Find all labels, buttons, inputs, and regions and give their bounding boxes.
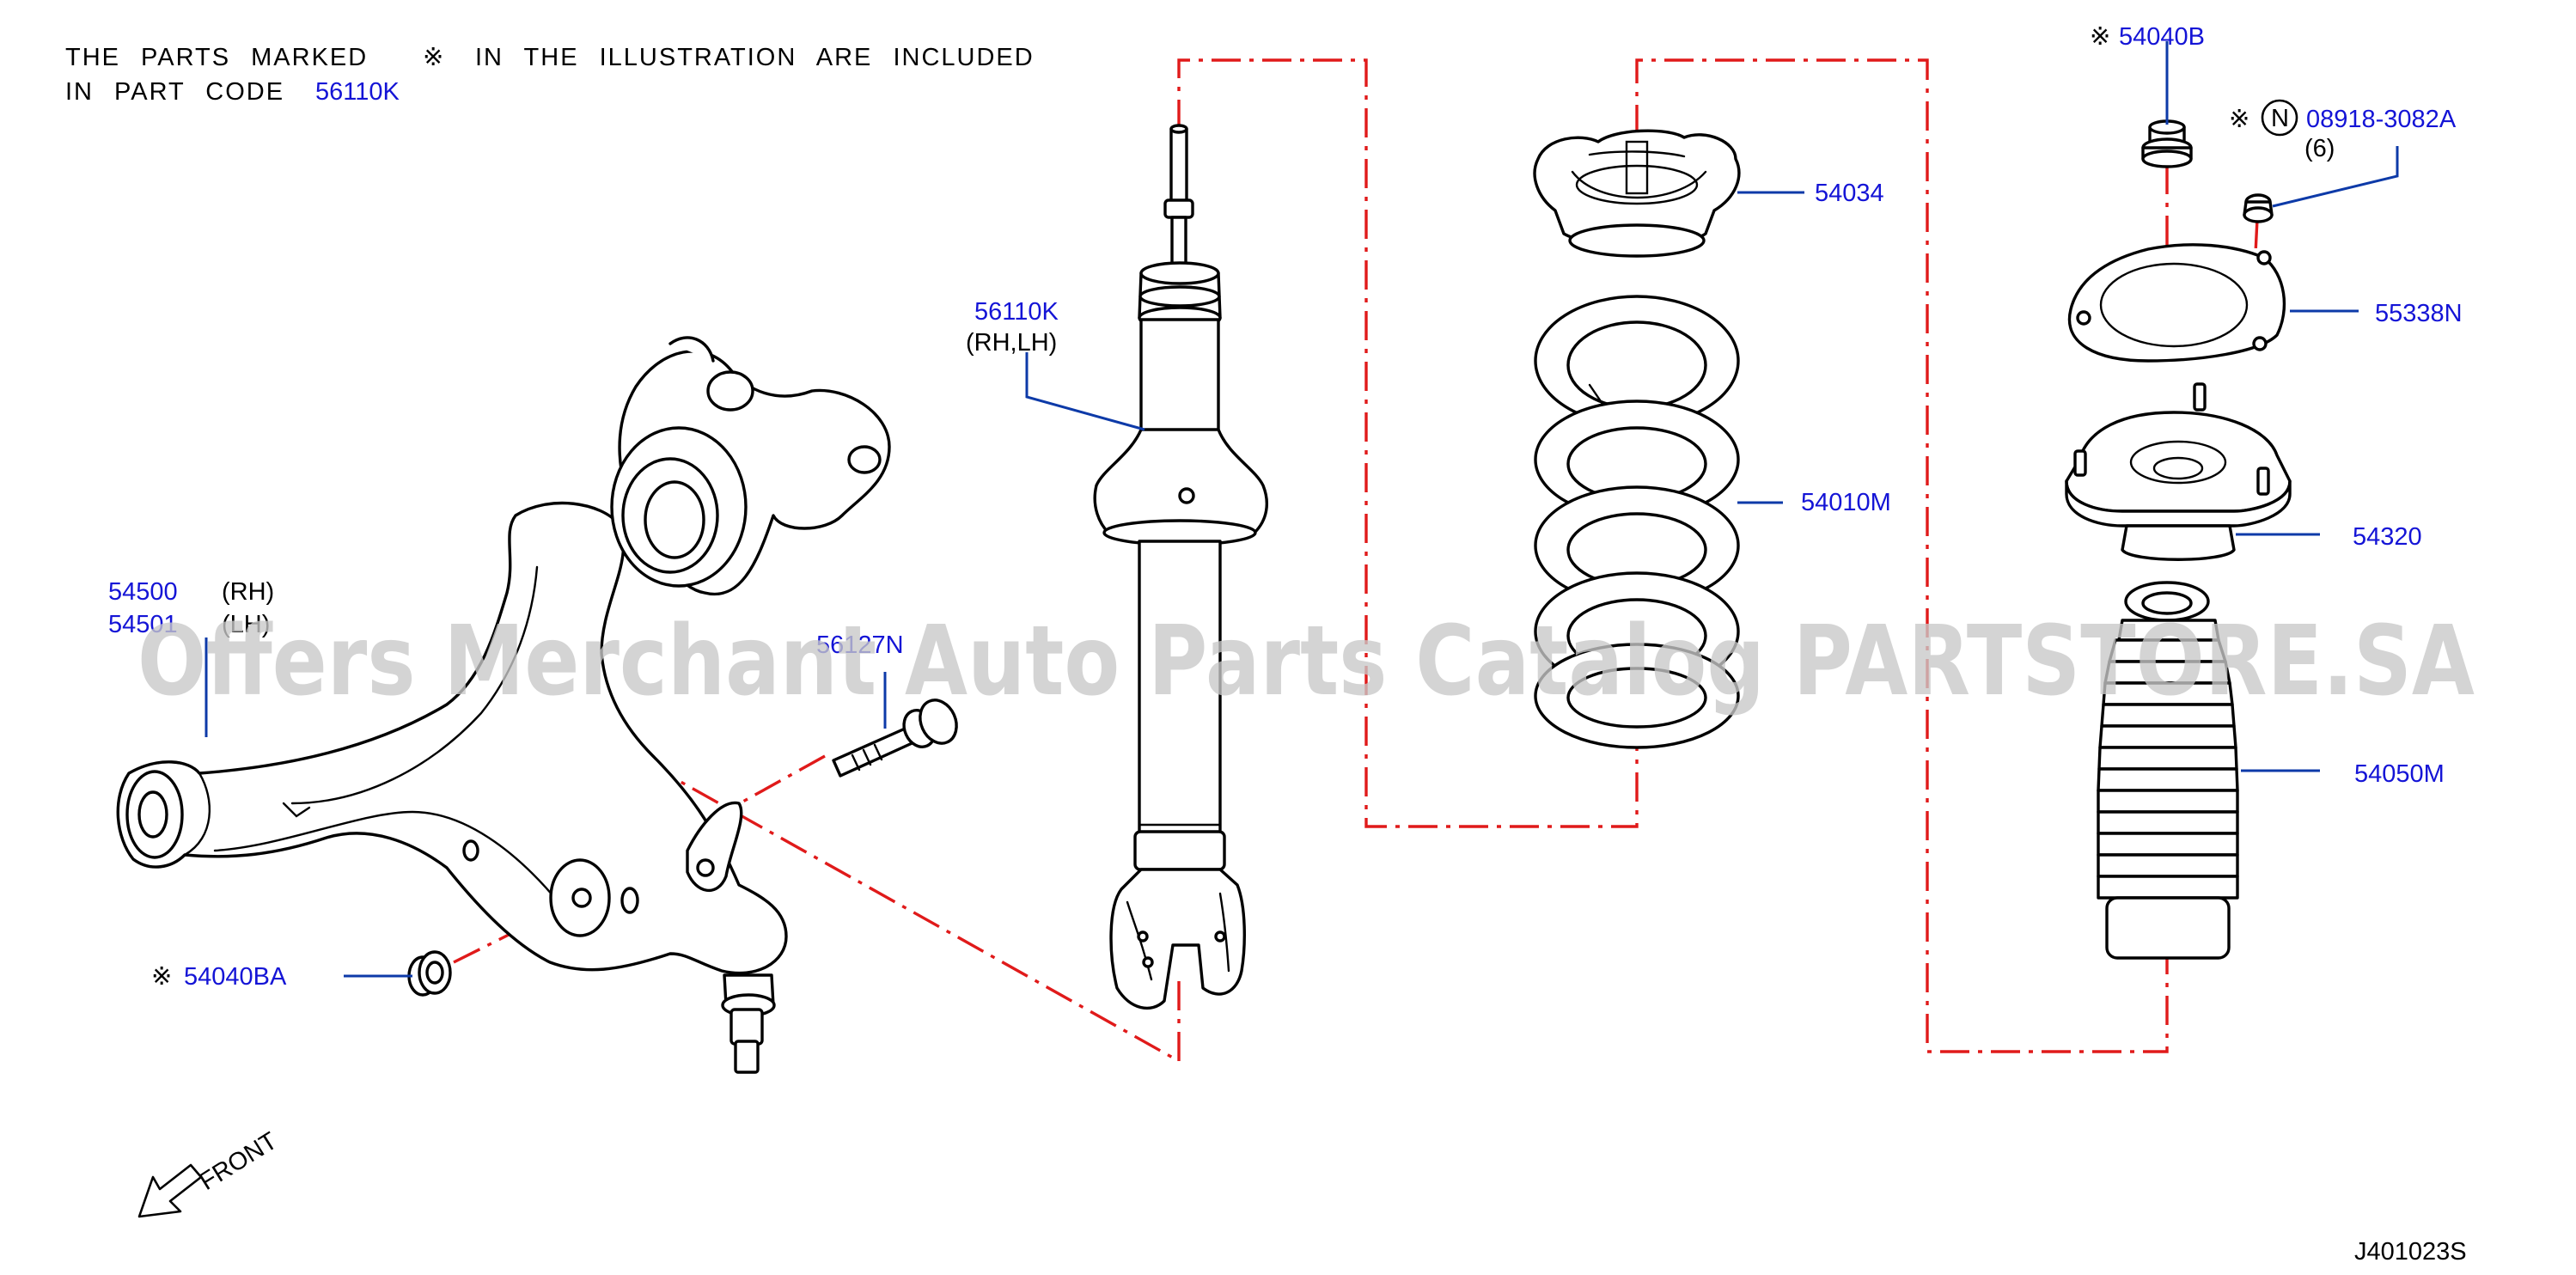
label-54501[interactable]: 54501 — [108, 611, 178, 638]
header-note: THE PARTS MARKED ※ IN THE ILLUSTRATION A… — [65, 44, 1035, 106]
coil-spring[interactable] — [1534, 295, 1740, 749]
label-56110k[interactable]: 56110K — [974, 298, 1059, 326]
label-54050m[interactable]: 54050M — [2354, 760, 2445, 788]
label-54500[interactable]: 54500 — [108, 578, 178, 606]
label-55338n[interactable]: 55338N — [2375, 300, 2463, 327]
note-line2-code[interactable]: 56110K — [315, 78, 400, 106]
front-indicator: FRONT — [137, 1127, 283, 1218]
mark-54040b: ※ — [2090, 23, 2110, 51]
n-badge-icon — [2261, 99, 2298, 137]
note-line1-a: THE PARTS MARKED — [65, 44, 368, 71]
spring-upper-seat[interactable] — [1533, 129, 1741, 258]
part-labels: 54500 (RH) 54501 (LH) 56127N ※ 54040BA 5… — [108, 23, 2463, 991]
label-lh: (LH) — [222, 611, 270, 638]
note-line1-mark: ※ — [423, 44, 443, 71]
note-line1-b: IN THE ILLUSTRATION ARE INCLUDED — [475, 44, 1035, 71]
mark-08918: ※ — [2229, 106, 2249, 133]
bolt-56127n[interactable] — [832, 694, 963, 778]
label-qty-6: (6) — [2304, 135, 2335, 162]
label-54034[interactable]: 54034 — [1815, 180, 1884, 207]
label-54040b[interactable]: 54040B — [2119, 23, 2205, 51]
front-arrow-icon — [137, 1163, 203, 1218]
insulator-plate[interactable] — [2067, 243, 2286, 363]
label-08918-3082a[interactable]: 08918-3082A — [2306, 106, 2457, 133]
label-rh-lh: (RH,LH) — [966, 329, 1057, 357]
leader-lines — [204, 41, 2399, 978]
shock-absorber-strut[interactable] — [1093, 124, 1269, 1010]
bolt-08918-3082a[interactable] — [2243, 193, 2274, 223]
label-rh: (RH) — [222, 578, 274, 606]
label-56127n[interactable]: 56127N — [816, 631, 904, 659]
mark-54040ba: ※ — [151, 963, 172, 991]
lower-control-arm[interactable] — [116, 336, 891, 1074]
label-54010m[interactable]: 54010M — [1801, 489, 1891, 516]
dust-boot[interactable] — [2097, 581, 2239, 960]
nut-54040b[interactable] — [2141, 119, 2193, 168]
label-54320[interactable]: 54320 — [2353, 523, 2422, 551]
label-54040ba[interactable]: 54040BA — [184, 963, 287, 991]
diagram-id: J401023S — [2354, 1238, 2467, 1266]
watermark: Offers Merchant Auto Parts Catalog PARTS… — [137, 606, 2475, 717]
note-line2-a: IN PART CODE — [65, 78, 284, 106]
front-label: FRONT — [195, 1127, 283, 1196]
strut-mount[interactable] — [2065, 382, 2292, 561]
n-badge-letter: N — [2271, 105, 2289, 132]
nut-54040ba[interactable] — [407, 950, 452, 997]
